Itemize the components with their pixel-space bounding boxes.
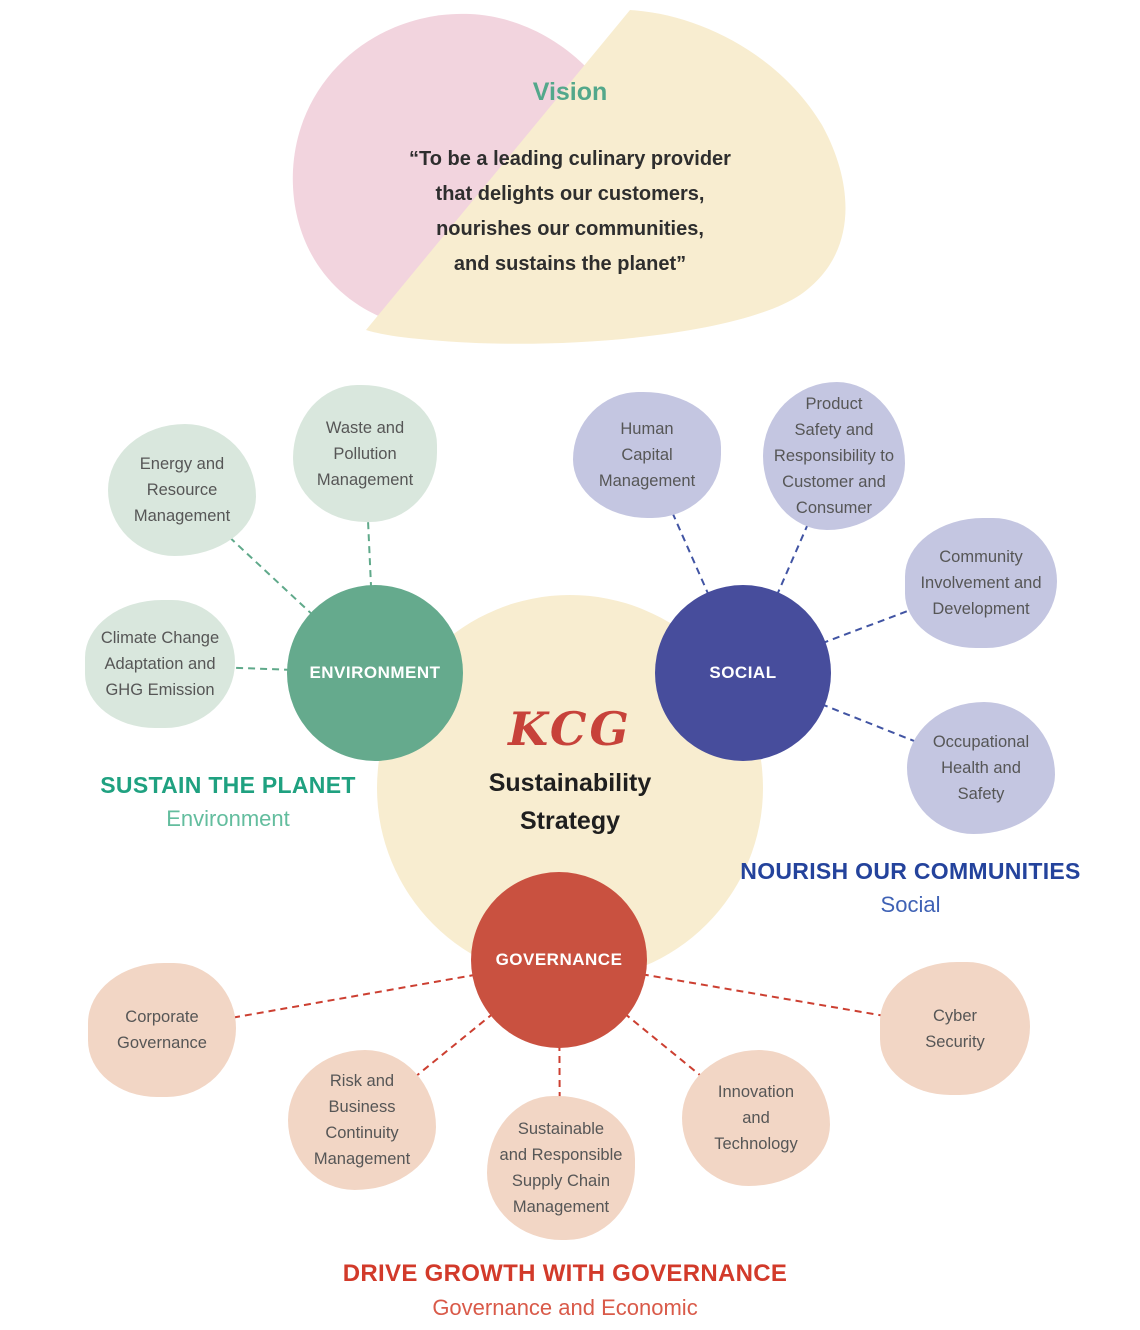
satellite-label: Human Capital Management xyxy=(598,420,696,490)
satellite-label: Climate Change Adaptation and GHG Emissi… xyxy=(100,629,220,699)
social-caption: NOURISH OUR COMMUNITIES Social xyxy=(713,858,1108,918)
satellite-label: Innovation and Technology xyxy=(714,1083,798,1153)
environment-caption-title: SUSTAIN THE PLANET xyxy=(100,772,356,798)
satellite-label: Risk and Business Continuity Management xyxy=(313,1072,411,1168)
center-content: KCG Sustainability Strategy xyxy=(489,702,652,840)
satellite-human-capital-management: Human Capital Management xyxy=(573,392,721,518)
social-caption-title: NOURISH OUR COMMUNITIES xyxy=(740,858,1081,884)
satellite-label: Sustainable and Responsible Supply Chain… xyxy=(499,1120,623,1216)
satellite-label: Community Involvement and Development xyxy=(920,548,1042,618)
satellite-innovation-technology: Innovation and Technology xyxy=(682,1050,830,1186)
environment-caption: SUSTAIN THE PLANET Environment xyxy=(58,772,398,832)
environment-caption-sub: Environment xyxy=(166,806,290,831)
governance-pillar: GOVERNANCE xyxy=(471,872,647,1048)
governance-pillar-label: GOVERNANCE xyxy=(495,950,623,969)
center-title-line1: Sustainability xyxy=(488,769,652,797)
governance-caption-title: DRIVE GROWTH WITH GOVERNANCE xyxy=(342,1260,788,1287)
social-caption-sub: Social xyxy=(880,892,941,917)
environment-pillar: ENVIRONMENT xyxy=(287,585,463,761)
social-pillar: SOCIAL xyxy=(655,585,831,761)
satellite-community-involvement: Community Involvement and Development xyxy=(905,518,1057,648)
satellite-corporate-governance: Corporate Governance xyxy=(88,963,236,1097)
vision-title: Vision xyxy=(532,78,608,106)
satellite-energy-resource-management: Energy and Resource Management xyxy=(108,424,256,556)
satellite-waste-pollution-management: Waste and Pollution Management xyxy=(293,385,437,522)
satellite-label: Occupational Health and Safety xyxy=(932,733,1030,803)
satellite-product-safety-responsibility: Product Safety and Responsibility to Cus… xyxy=(763,382,905,530)
governance-caption: DRIVE GROWTH WITH GOVERNANCE Governance … xyxy=(310,1260,820,1321)
satellite-sustainable-supply-chain: Sustainable and Responsible Supply Chain… xyxy=(487,1096,635,1240)
satellite-label: Cyber Security xyxy=(925,1006,985,1051)
satellite-label: Waste and Pollution Management xyxy=(316,418,414,489)
satellite-risk-business-continuity: Risk and Business Continuity Management xyxy=(288,1050,436,1190)
satellite-label: Energy and Resource Management xyxy=(133,455,231,525)
satellite-cyber-security: Cyber Security xyxy=(880,962,1030,1095)
satellite-label: Product Safety and Responsibility to Cus… xyxy=(773,395,895,517)
center-title-line2: Strategy xyxy=(519,807,621,835)
environment-pillar-label: ENVIRONMENT xyxy=(309,663,441,682)
vision-blob-cream xyxy=(366,10,846,344)
satellite-climate-change-ghg: Climate Change Adaptation and GHG Emissi… xyxy=(85,600,235,728)
social-pillar-label: SOCIAL xyxy=(709,663,777,682)
kcg-logo: KCG xyxy=(508,702,632,756)
governance-caption-sub: Governance and Economic xyxy=(432,1295,698,1320)
satellite-label: Corporate Governance xyxy=(117,1008,207,1052)
vision-quote: “To be a leading culinary provider that … xyxy=(409,148,731,275)
satellite-occupational-health-safety: Occupational Health and Safety xyxy=(907,702,1055,834)
